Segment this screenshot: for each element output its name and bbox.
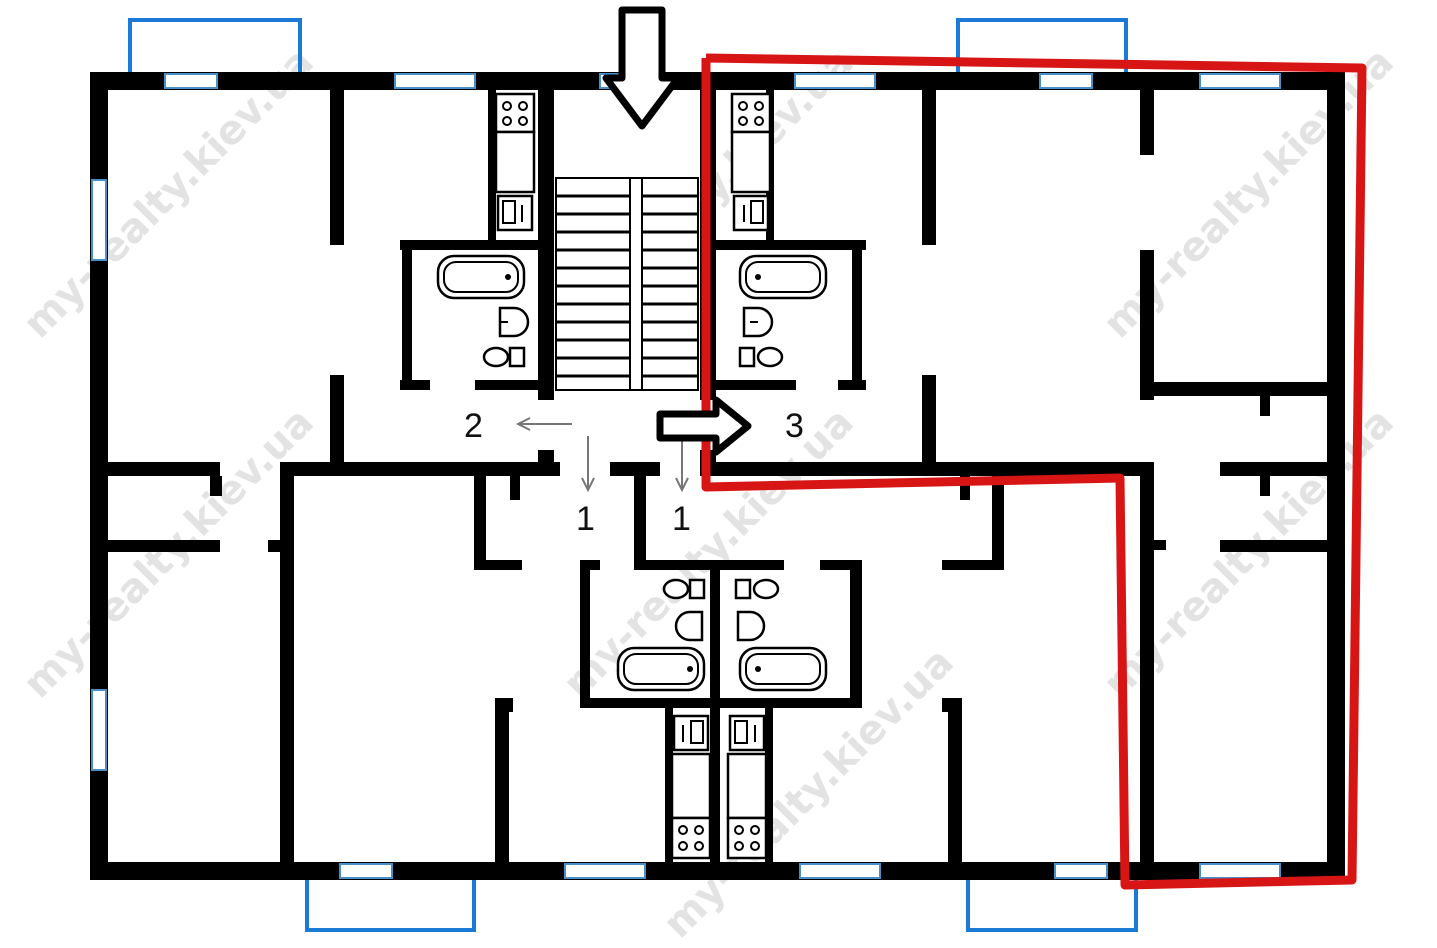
direction-arrows bbox=[515, 417, 689, 493]
fixtures-top-left bbox=[436, 92, 536, 368]
staircase bbox=[555, 177, 699, 391]
toilet-icon bbox=[662, 578, 706, 600]
balconies bbox=[128, 18, 1138, 932]
interior-walls bbox=[90, 90, 1327, 862]
bathtub-icon bbox=[738, 254, 828, 300]
sink-icon bbox=[732, 194, 770, 232]
balcony-top-left bbox=[128, 18, 302, 72]
bathtub-icon bbox=[436, 254, 526, 300]
apartment-3-highlight bbox=[701, 53, 1367, 890]
entrance-arrow-icon bbox=[602, 6, 682, 130]
arrow-left-icon bbox=[515, 417, 572, 431]
sink-icon bbox=[496, 194, 534, 232]
stove-icon bbox=[494, 92, 536, 134]
toilet-icon bbox=[482, 346, 526, 368]
bathtub-icon bbox=[738, 646, 828, 692]
apartment-label-2: 2 bbox=[464, 407, 483, 445]
arrow-down-icon bbox=[675, 436, 689, 493]
sink-icon bbox=[728, 714, 766, 752]
washbasin-icon bbox=[498, 306, 530, 338]
fixtures-lower-left bbox=[616, 578, 712, 860]
sink-icon bbox=[672, 714, 710, 752]
arrow-down-icon bbox=[581, 436, 595, 493]
fixtures-lower-right bbox=[726, 578, 828, 860]
toilet-icon bbox=[734, 578, 780, 600]
washbasin-icon bbox=[674, 610, 704, 642]
apartment-label-3: 3 bbox=[785, 407, 804, 445]
toilet-icon bbox=[738, 346, 784, 368]
bathtub-icon bbox=[616, 646, 706, 692]
washbasin-icon bbox=[742, 306, 774, 338]
balcony-top-right bbox=[956, 18, 1128, 72]
apartment-label-1-left: 1 bbox=[576, 500, 595, 538]
fixtures-top-right bbox=[730, 92, 828, 368]
stove-icon bbox=[730, 92, 772, 134]
windows bbox=[91, 73, 1281, 879]
apartment-label-1-right: 1 bbox=[672, 500, 691, 538]
balcony-bottom-left bbox=[305, 878, 476, 932]
washbasin-icon bbox=[736, 610, 766, 642]
watermark-2: my-realty.kiev.ua bbox=[15, 399, 323, 707]
stove-icon bbox=[670, 816, 712, 860]
apartment-3-arrow-icon bbox=[656, 396, 752, 456]
stove-icon bbox=[726, 816, 768, 860]
balcony-bottom-right bbox=[966, 878, 1138, 932]
